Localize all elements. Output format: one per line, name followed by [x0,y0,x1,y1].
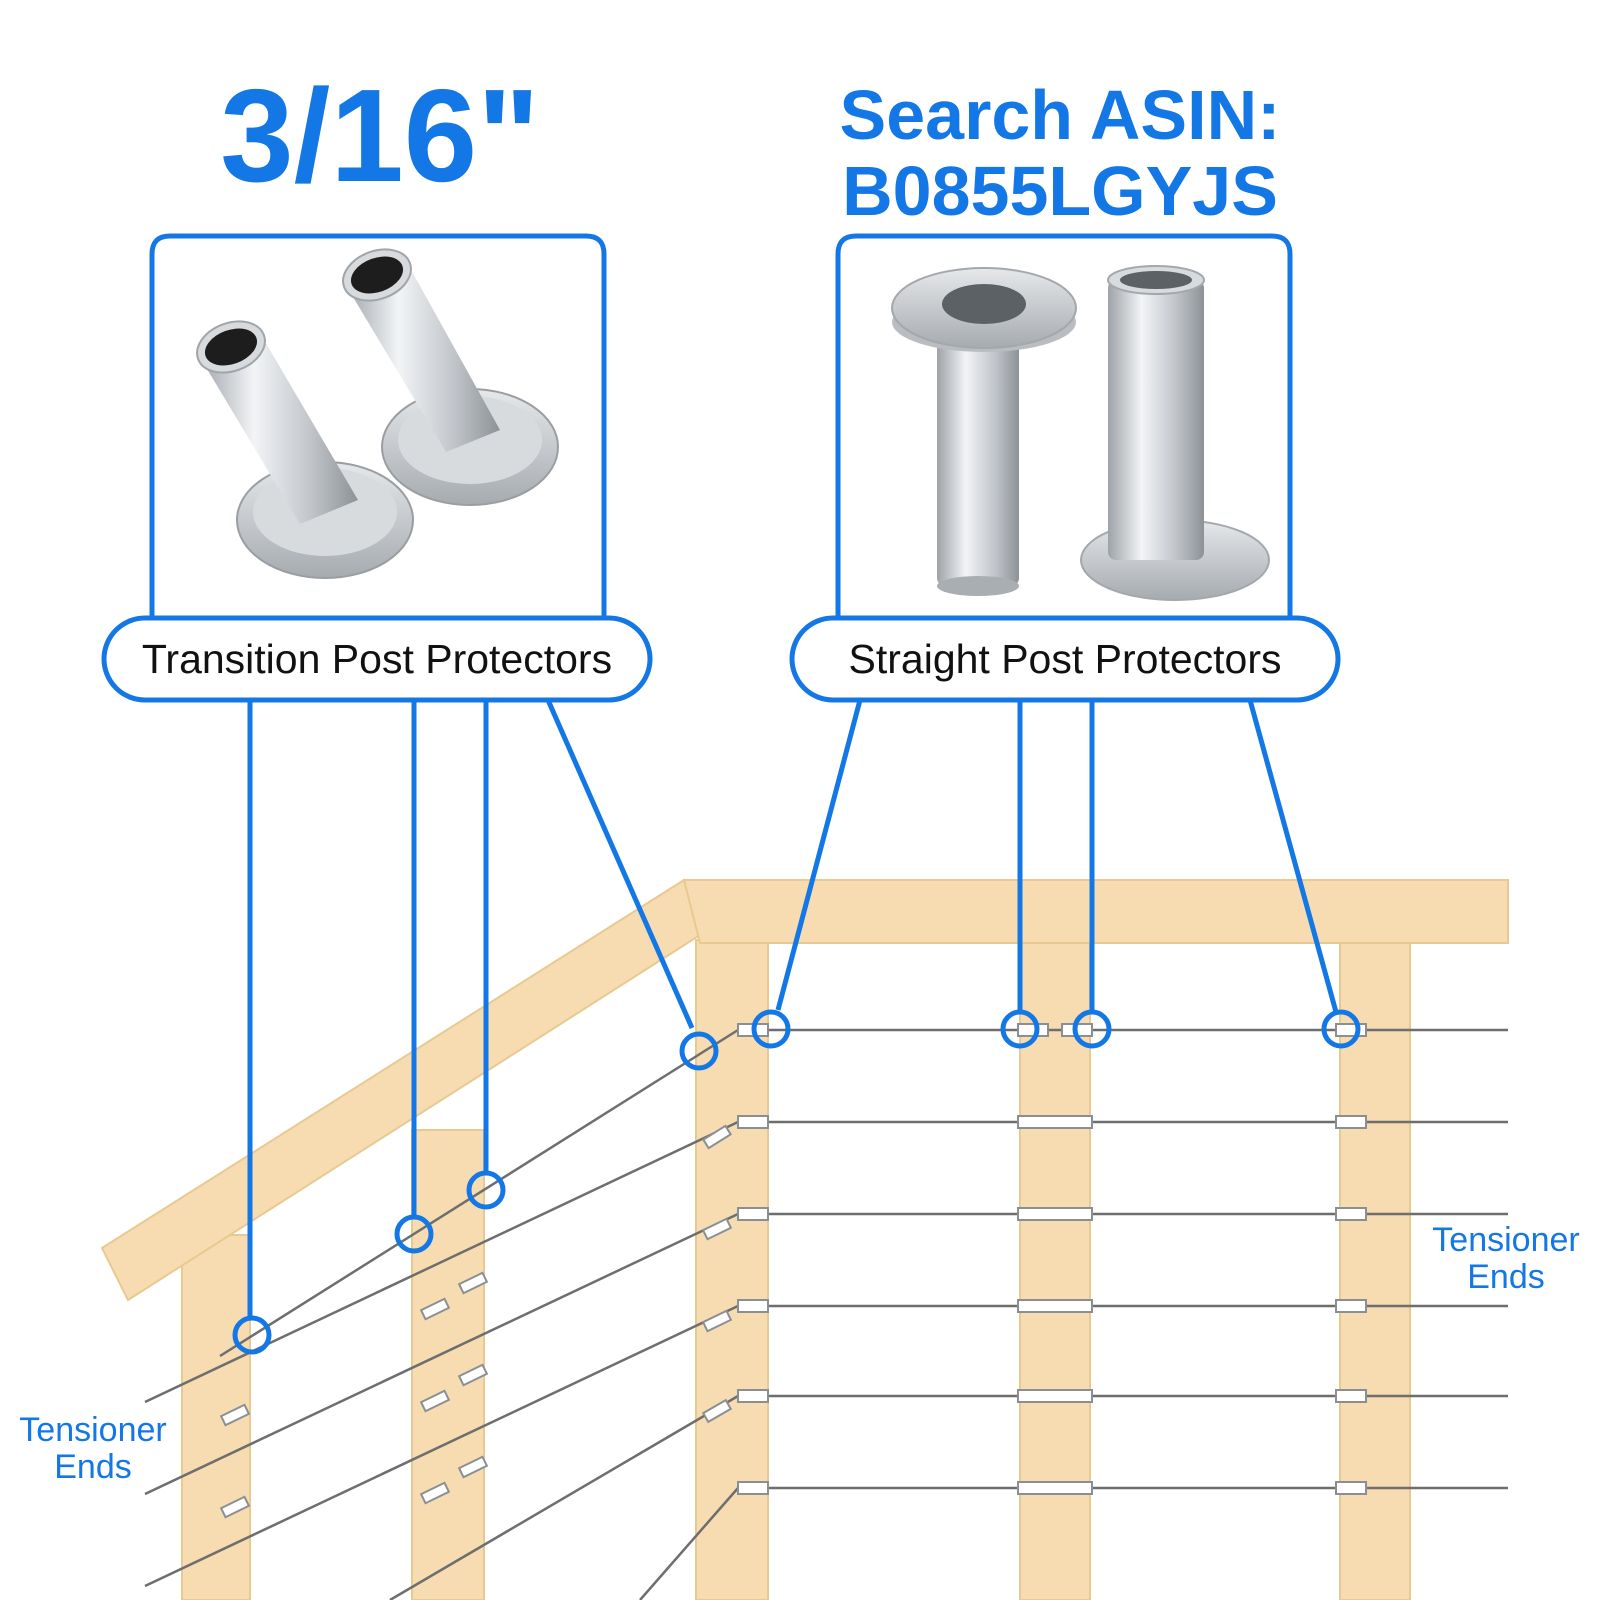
fitting [1017,1299,1093,1313]
transition-post-protector-icon [196,248,559,579]
fitting [457,1363,489,1387]
tube-bottom [937,576,1019,596]
railing-post [411,1129,485,1600]
tube [1108,280,1204,560]
wood-railing [100,878,1509,1600]
transition-label-text: Transition Post Protectors [142,636,612,682]
fitting [737,1299,769,1313]
fitting [1017,1115,1093,1129]
callout-group [149,233,1361,1355]
fitting [737,1207,769,1221]
straight-product-frame [835,233,1293,618]
tensioner-label-line1: Tensioner [19,1411,167,1449]
cable-fittings [219,1023,1367,1519]
target-circle [466,1170,506,1210]
fitting [701,1124,733,1150]
target-circle [751,1009,791,1049]
fitting [1017,1389,1093,1403]
fitting [219,1403,251,1427]
tube [198,340,358,524]
target-circle [394,1214,434,1254]
tube-opening [204,328,258,366]
fitting [737,1115,769,1129]
leader-line [775,699,863,1011]
target-circle [232,1315,272,1355]
asin-code: B0855LGYJS [842,151,1278,230]
fitting [1335,1299,1367,1313]
fitting [419,1389,451,1413]
pill-outline [789,615,1341,703]
fitting [1335,1389,1367,1403]
tube-opening [1120,271,1192,289]
fitting [701,1309,733,1333]
target-circle [1000,1009,1040,1049]
leader-line [1247,699,1339,1013]
fitting [419,1297,451,1321]
sloped-handrail [100,878,702,1302]
cable-group [144,1028,1508,1600]
tube [937,320,1019,586]
fitting [457,1455,489,1479]
fitting [737,1481,769,1495]
straight-post-protector-icon [891,265,1270,601]
left-tensioner-ends-label: Tensioner Ends [8,1411,178,1487]
tube-opening [942,284,1026,324]
tensioner-label-line1: Tensioner [1432,1221,1580,1259]
fitting [1017,1023,1049,1037]
fitting [1017,1207,1093,1221]
transition-product-frame [149,233,607,618]
target-circle [679,1031,719,1071]
tensioner-label-line2: Ends [1467,1258,1545,1297]
tube [344,268,500,452]
cable [389,1394,739,1600]
cable [219,1028,739,1358]
straight-label-text: Straight Post Protectors [849,636,1282,682]
leader-line [545,698,695,1030]
straight-label-pill: Straight Post Protectors [789,615,1341,703]
pill-outline [101,615,653,703]
fitting [701,1398,733,1424]
cable-size-heading: 3/16" [220,62,540,209]
fitting [737,1389,769,1403]
cable [144,1304,739,1588]
asin-heading-line1: Search ASIN: [839,76,1281,154]
tube-opening [350,256,404,294]
fitting [419,1481,451,1505]
fitting [457,1271,489,1295]
cable [639,1487,739,1600]
fitting [1335,1481,1367,1495]
asin-heading: Search ASIN: B0855LGYJS [790,76,1330,230]
tensioner-label-line2: Ends [54,1448,132,1487]
transition-label-pill: Transition Post Protectors [101,615,653,703]
target-circle [1072,1009,1112,1049]
fitting [219,1495,251,1519]
fitting [701,1217,733,1241]
cable [144,1212,739,1496]
right-tensioner-ends-label: Tensioner Ends [1418,1221,1594,1297]
fitting [1017,1481,1093,1495]
fitting [1335,1023,1367,1037]
railing-post [1339,939,1411,1600]
cable [144,1120,739,1404]
fitting [1335,1115,1367,1129]
fitting [1335,1207,1367,1221]
target-circle [1321,1009,1361,1049]
